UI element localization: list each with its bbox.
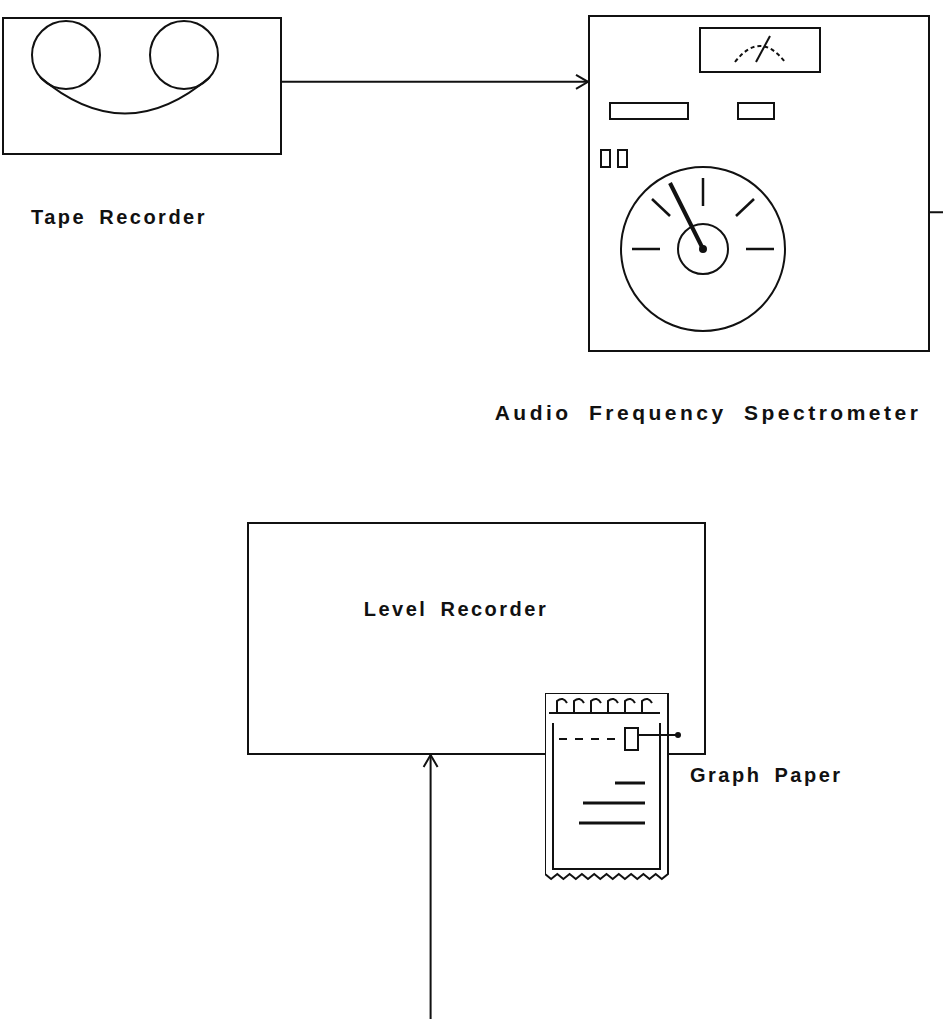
panel-slot — [610, 103, 688, 119]
equipment-box: Audio Frequency Spectrometer — [588, 15, 930, 352]
panel-switch — [601, 150, 610, 167]
tape-loop — [40, 77, 210, 114]
equipment-label: Graph Paper — [690, 763, 843, 787]
dial-pivot — [700, 246, 706, 252]
equipment-label: Tape Recorder — [31, 205, 207, 229]
dial-ticks — [632, 178, 774, 249]
equipment-label: Level Recorder — [364, 597, 549, 621]
meter-window — [700, 28, 820, 72]
dial-hub — [678, 224, 728, 274]
dial-pointer — [670, 183, 703, 249]
graph-paper: Graph Paper — [545, 693, 835, 883]
equipment-box: Tape Recorder — [2, 17, 282, 155]
panel-switch — [618, 150, 627, 167]
equipment-label: Audio Frequency Spectrometer — [495, 401, 922, 425]
signal-connector — [282, 81, 588, 83]
meter-needle — [756, 36, 770, 62]
frequency-dial — [621, 167, 785, 331]
graph-paper-illustration — [545, 693, 685, 883]
panel-slot — [738, 103, 774, 119]
